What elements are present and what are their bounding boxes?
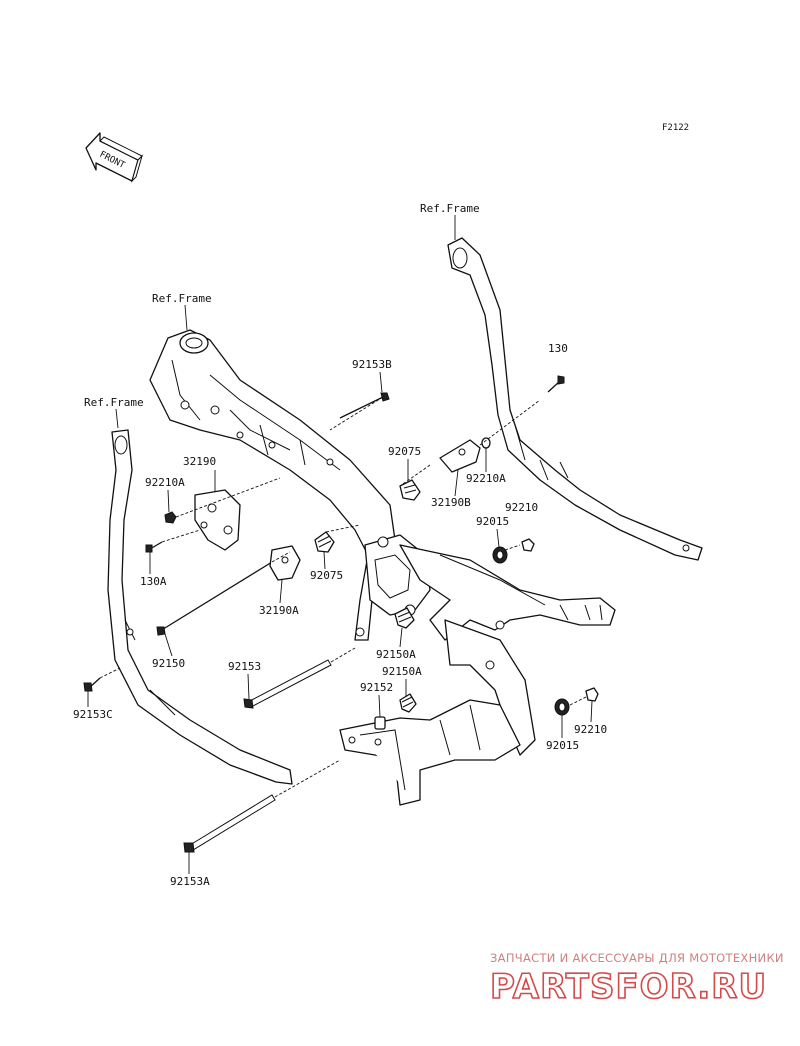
label-92210a-left: 92210A: [145, 476, 185, 489]
label-130: 130: [548, 342, 568, 355]
damper-92075-top: [399, 479, 421, 501]
bolt-92153: [243, 659, 332, 709]
damper-92150a-b: [399, 693, 417, 713]
bolt-130: [547, 375, 565, 393]
label-92153b: 92153B: [352, 358, 392, 371]
label-92153c: 92153C: [73, 708, 113, 721]
bracket-32190: [194, 489, 241, 551]
label-32190a: 32190A: [259, 604, 299, 617]
bracket-32190b: [439, 439, 481, 473]
nut-92210a-right: [481, 437, 491, 449]
washer-92015-bottom: [554, 698, 570, 716]
damper-92150a-a: [394, 607, 415, 629]
label-130a: 130A: [140, 575, 167, 588]
front-arrow-icon: FRONT: [85, 132, 144, 183]
label-92210a-right: 92210A: [466, 472, 506, 485]
nut-92210-bottom: [585, 687, 599, 702]
bracket-32190a: [269, 545, 301, 581]
ref-frame-label-main: Ref.Frame: [152, 292, 212, 305]
main-frame: [149, 329, 431, 641]
label-92075-mid: 92075: [310, 569, 343, 582]
label-92210-top: 92210: [505, 501, 538, 514]
washer-92015-top: [492, 546, 508, 564]
label-92150: 92150: [152, 657, 185, 670]
bolt-92153a: [183, 794, 276, 853]
label-92153a: 92153A: [170, 875, 210, 888]
bolt-92150: [156, 561, 273, 636]
left-frame-tube: [107, 429, 293, 785]
right-frame-tube: [447, 237, 703, 561]
label-92150a-a: 92150A: [376, 648, 416, 661]
assembly-lines: [99, 396, 587, 798]
label-92153: 92153: [228, 660, 261, 673]
label-92150a-b: 92150A: [382, 665, 422, 678]
bolt-92153c: [83, 677, 101, 692]
label-92015-top: 92015: [476, 515, 509, 528]
nut-92210-top: [521, 538, 535, 552]
label-92152: 92152: [360, 681, 393, 694]
label-32190: 32190: [183, 455, 216, 468]
ref-frame-label-right: Ref.Frame: [420, 202, 480, 215]
bolt-92153b: [339, 392, 390, 419]
label-92015-bottom: 92015: [546, 739, 579, 752]
watermark-tagline: ЗАПЧАСТИ И АКСЕССУАРЫ ДЛЯ МОТОТЕХНИКИ: [490, 951, 784, 965]
collar-92152: [374, 716, 386, 730]
label-92210-bottom: 92210: [574, 723, 607, 736]
bolt-130a: [145, 541, 163, 553]
damper-92075-mid: [314, 531, 335, 553]
nut-92210a-left: [164, 511, 177, 524]
watermark-brand: PARTSFOR.RU: [490, 967, 767, 1007]
ref-frame-label-left: Ref.Frame: [84, 396, 144, 409]
label-32190b: 32190B: [431, 496, 471, 509]
label-92075-top: 92075: [388, 445, 421, 458]
figure-code: F2122: [662, 123, 689, 133]
watermark: ЗАПЧАСТИ И АКСЕССУАРЫ ДЛЯ МОТОТЕХНИКИ PA…: [489, 951, 784, 1008]
